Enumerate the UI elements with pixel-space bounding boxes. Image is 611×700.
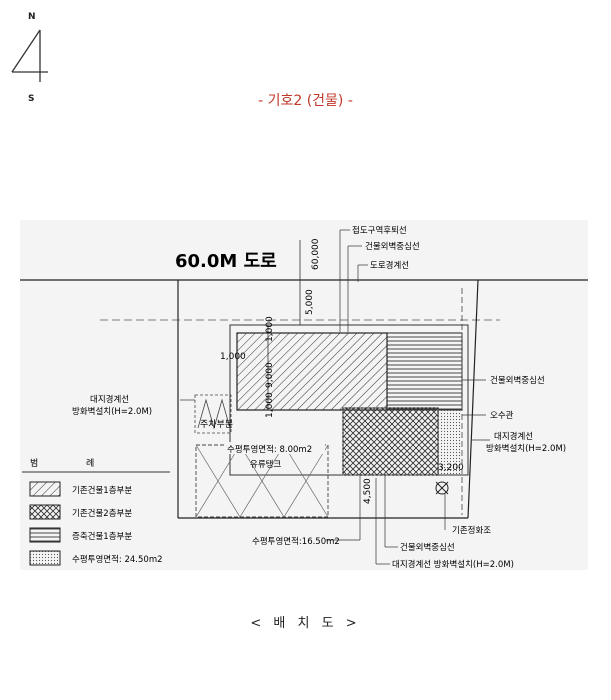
page-title: - 기호2 (건물) - [258, 93, 353, 109]
legend-item-projection: 수평투영면적: 24.50m2 [72, 554, 163, 565]
label-horizontal-area-16: 수평투영면적:16.50m2 [252, 536, 340, 547]
north-arrow-icon [11, 29, 48, 82]
dim-road-width: 60,000 [311, 238, 321, 270]
road-label: 60.0M 도로 [175, 251, 277, 272]
legend-swatch-projection [29, 550, 61, 566]
compass-north-label: N [28, 12, 36, 22]
septic-tank-cross [435, 481, 449, 495]
legend-title-1: 범 [30, 458, 38, 469]
dim-setback: 5,000 [305, 289, 315, 315]
parking-label: 주차부분 [200, 418, 233, 430]
legend-item-existing-2f: 기존건물2층부분 [72, 508, 132, 519]
dim-building-depth: 9,000 [265, 362, 275, 388]
label-site-boundary-right-2: 방화벽설치(H=2.0M) [486, 443, 566, 454]
label-wall-center-right: 건물외벽중심선 [490, 375, 545, 386]
projection-dots [438, 408, 462, 475]
legend-title-2: 례 [86, 458, 94, 469]
existing-building-1f [236, 332, 388, 411]
label-site-boundary-right-1: 대지경계선 [494, 431, 533, 442]
legend-item-existing-1f: 기존건물1층부분 [72, 485, 132, 496]
legend-swatch-extension-1f [29, 527, 61, 543]
oil-tank-label: 유류탱크 [250, 459, 281, 470]
existing-building-2f [342, 407, 439, 476]
dim-left-gap: 1,000 [220, 352, 246, 362]
label-road-boundary: 도로경계선 [370, 260, 409, 271]
dim-lower-span: 4,500 [363, 478, 373, 504]
legend-item-extension-1f: 증축건물1층부분 [72, 531, 132, 542]
label-site-boundary-left-1: 대지경계선 [90, 394, 129, 405]
horizontal-area-8-label: 수평투영면적: 8.00m2 [227, 444, 312, 455]
legend-swatch-existing-1f [29, 481, 61, 497]
label-road-reserve-line: 접도구역후퇴선 [352, 225, 407, 236]
label-site-boundary-bottom: 대지경계선 방화벽설치(H=2.0M) [392, 559, 514, 570]
label-wall-center-top: 건물외벽중심선 [365, 241, 420, 252]
label-wall-center-bottom: 건물외벽중심선 [400, 542, 455, 553]
legend-swatch-existing-2f [29, 504, 61, 520]
drawing-caption: < 배 치 도 > [250, 616, 361, 631]
septic-tank-icon [435, 481, 449, 495]
dim-top-gap: 1,000 [265, 316, 275, 342]
label-septic-tank: 기존정화조 [452, 525, 491, 536]
oil-tank-label-bg [225, 442, 325, 454]
compass-south-label: S [28, 94, 35, 104]
parking-area [194, 394, 232, 434]
extension-building-1f [386, 332, 463, 411]
dim-right-span: 3,200 [438, 463, 464, 473]
parking-zigzag [197, 398, 231, 430]
label-site-boundary-left-2: 방화벽설치(H=2.0M) [72, 406, 152, 417]
site-boundary-right [467, 279, 479, 519]
site-plan-drawing: 60.0M 도로 주차부분 수평투영면적: 8.00m2 유류탱크 60,000… [20, 220, 588, 570]
oil-tank-x-pattern [195, 444, 329, 518]
dim-bottom-gap: 1,000 [265, 392, 275, 418]
label-sewer-pipe: 오수관 [490, 410, 514, 421]
